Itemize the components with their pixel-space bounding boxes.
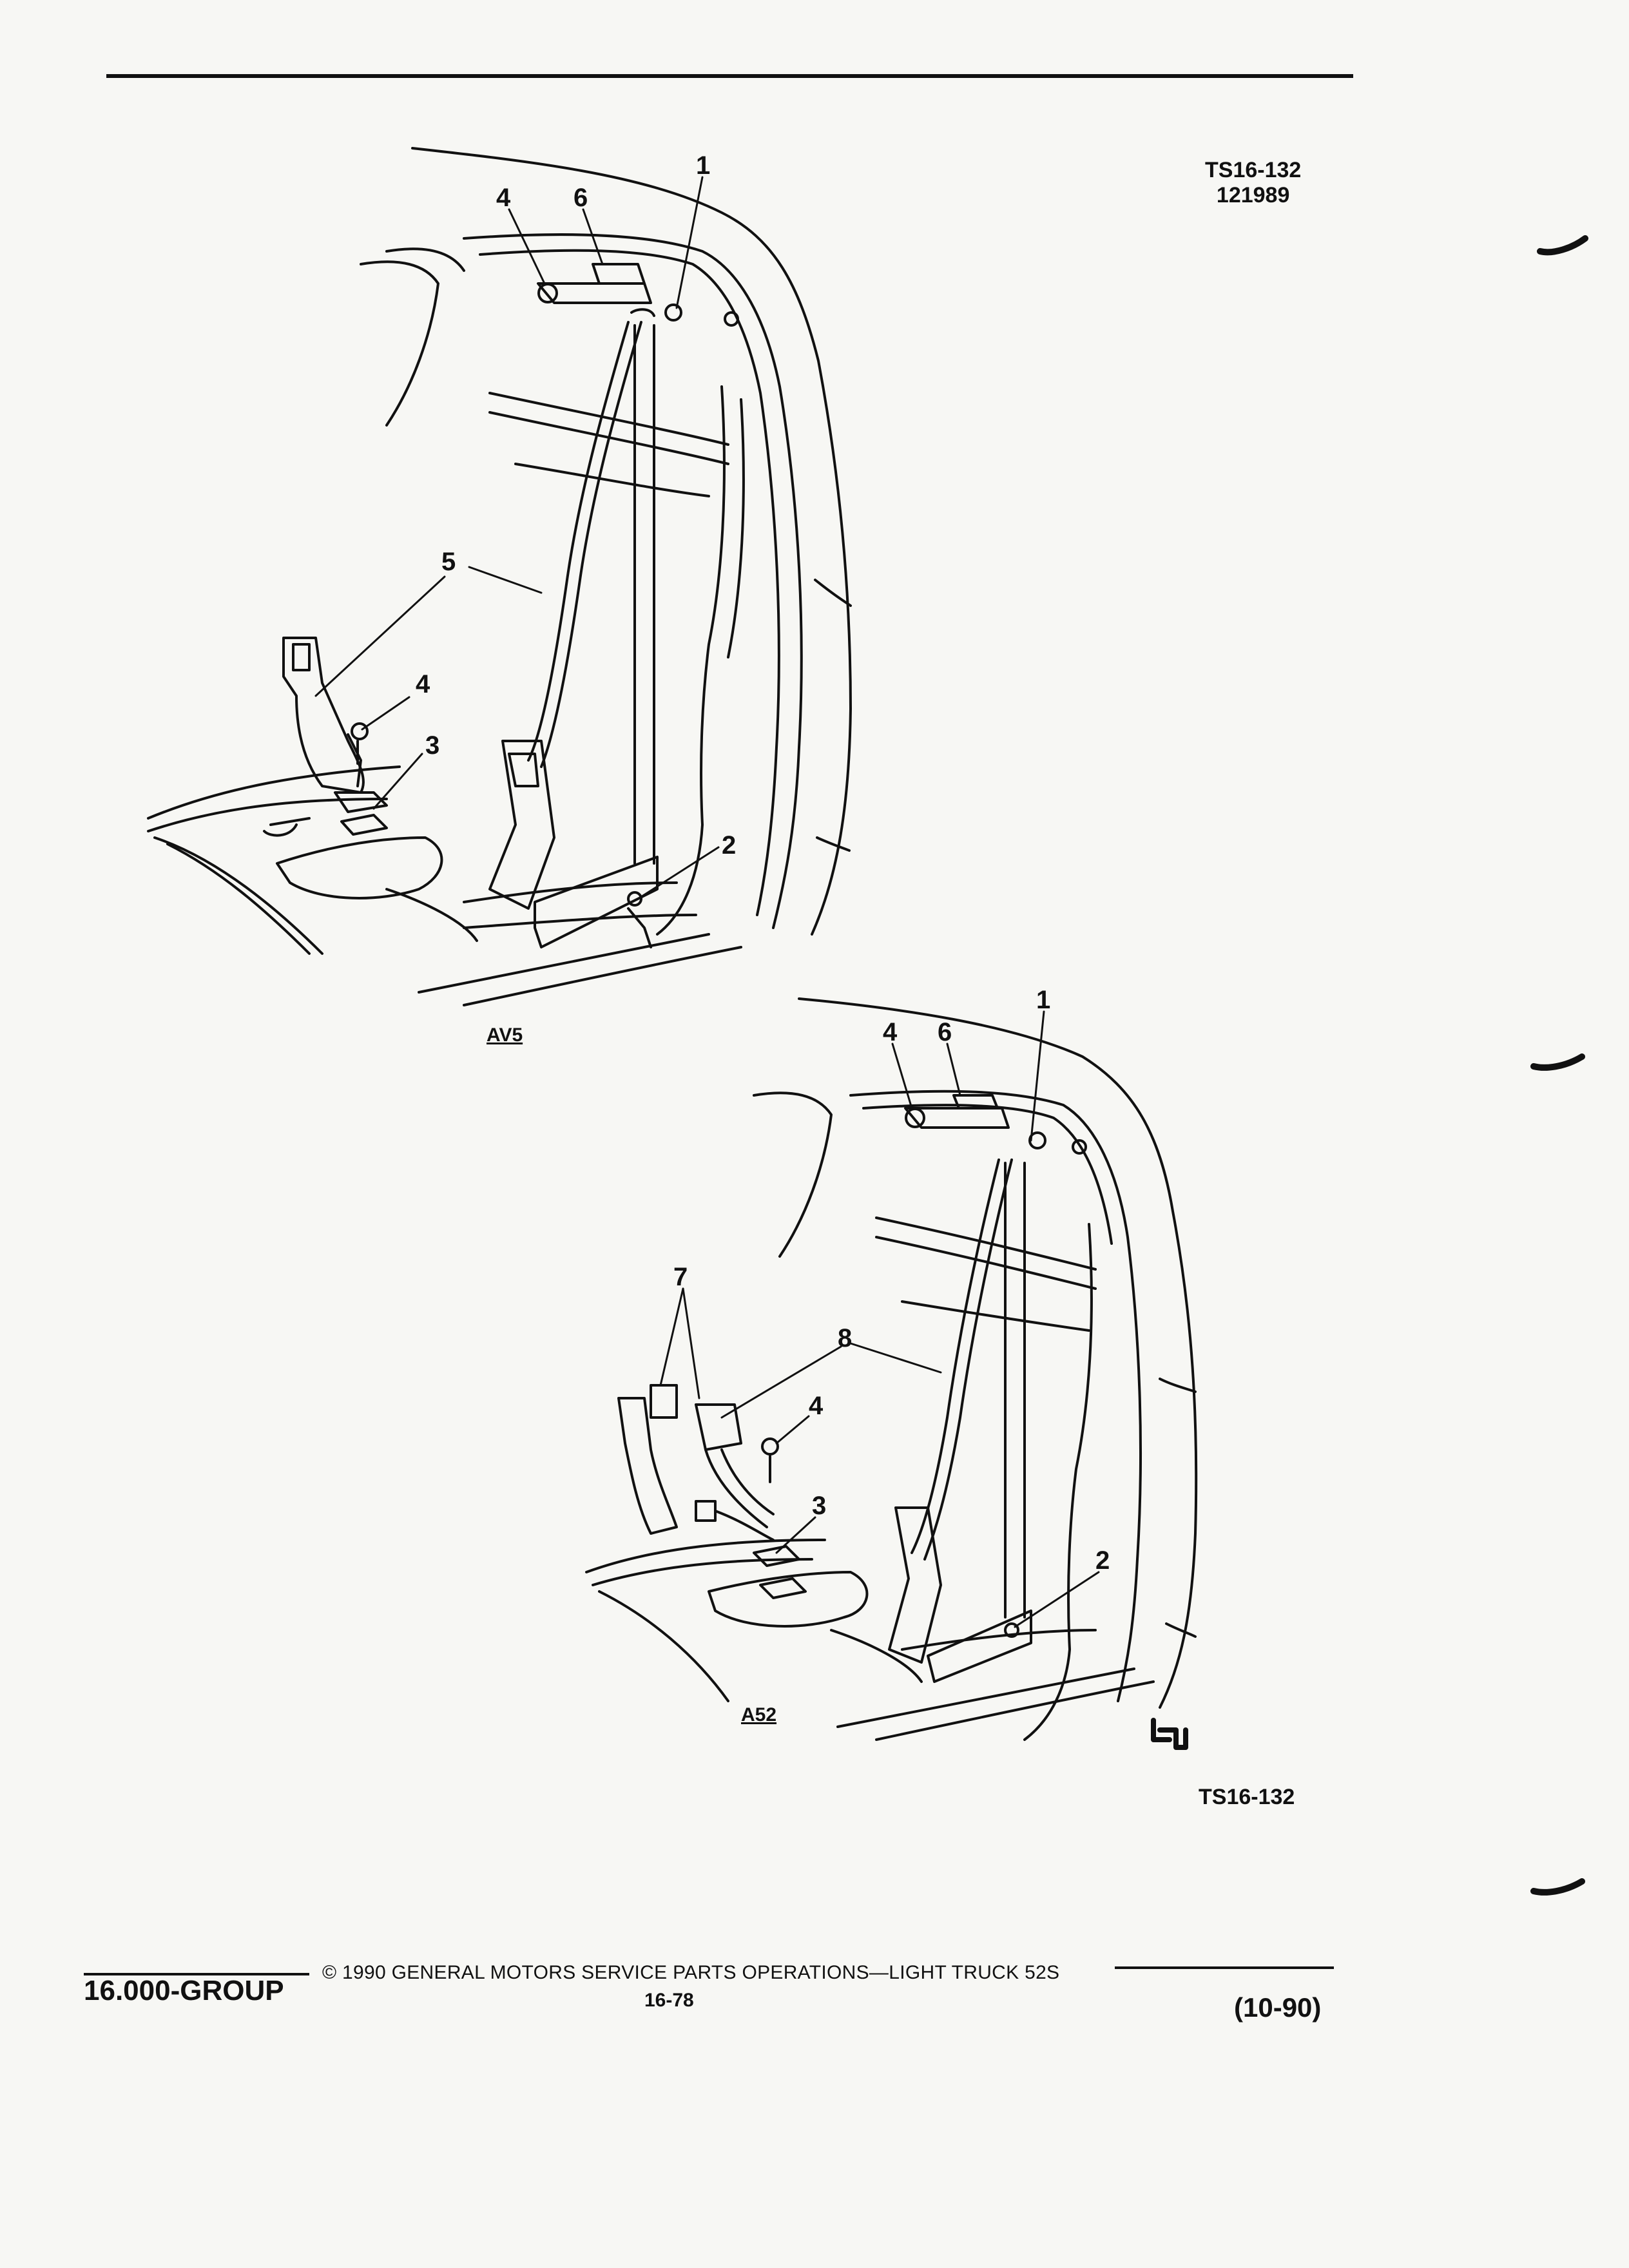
figure-code: TS16-132 <box>1205 158 1302 182</box>
footer-group: 16.000-GROUP <box>84 1975 284 2006</box>
margin-mark-1 <box>1537 235 1588 256</box>
callout-upper-3: 3 <box>425 731 440 760</box>
footer-copyright: © 1990 GENERAL MOTORS SERVICE PARTS OPER… <box>322 1962 1060 1983</box>
upper-cab-outline <box>147 147 852 1006</box>
figure-code-block: TS16-132 121989 <box>1205 158 1301 208</box>
lower-cab-outline <box>585 997 1198 1741</box>
bottom-figure-code: TS16-132 <box>1199 1785 1295 1809</box>
callout-upper-2: 2 <box>722 831 737 860</box>
callout-lower-4-top: 4 <box>883 1018 898 1046</box>
callout-lower-7: 7 <box>673 1263 688 1291</box>
footer-revision: (10-90) <box>1234 1992 1322 2023</box>
callout-upper-5: 5 <box>441 548 456 576</box>
callout-lower-1: 1 <box>1036 986 1051 1014</box>
footer-rule-right <box>1115 1966 1334 1969</box>
callout-lower-6: 6 <box>938 1018 952 1046</box>
callout-upper-1: 1 <box>696 151 711 180</box>
margin-mark-3 <box>1530 1878 1585 1896</box>
margin-mark-2 <box>1530 1053 1585 1071</box>
lower-leader-lines <box>659 1010 1100 1628</box>
variant-label-av5: AV5 <box>487 1024 523 1046</box>
callout-lower-8: 8 <box>838 1324 853 1352</box>
callout-upper-4-top: 4 <box>496 184 511 212</box>
footer-page-number: 16-78 <box>644 1990 694 2011</box>
callout-upper-4-mid: 4 <box>416 670 430 698</box>
lower-belt-assembly <box>617 1094 1087 1683</box>
upper-leader-lines <box>314 176 720 900</box>
callout-lower-3: 3 <box>812 1492 827 1520</box>
variant-label-a52: A52 <box>741 1704 777 1725</box>
callout-lower-4-mid: 4 <box>809 1392 824 1420</box>
gm-parts-mark <box>1151 1718 1188 1750</box>
upper-belt-assembly <box>263 263 739 948</box>
figure-date: 121989 <box>1216 183 1290 208</box>
callout-upper-6: 6 <box>574 184 588 212</box>
footer-rule-left <box>84 1973 309 1975</box>
callout-lower-2: 2 <box>1095 1546 1110 1575</box>
header-rule <box>106 74 1353 78</box>
